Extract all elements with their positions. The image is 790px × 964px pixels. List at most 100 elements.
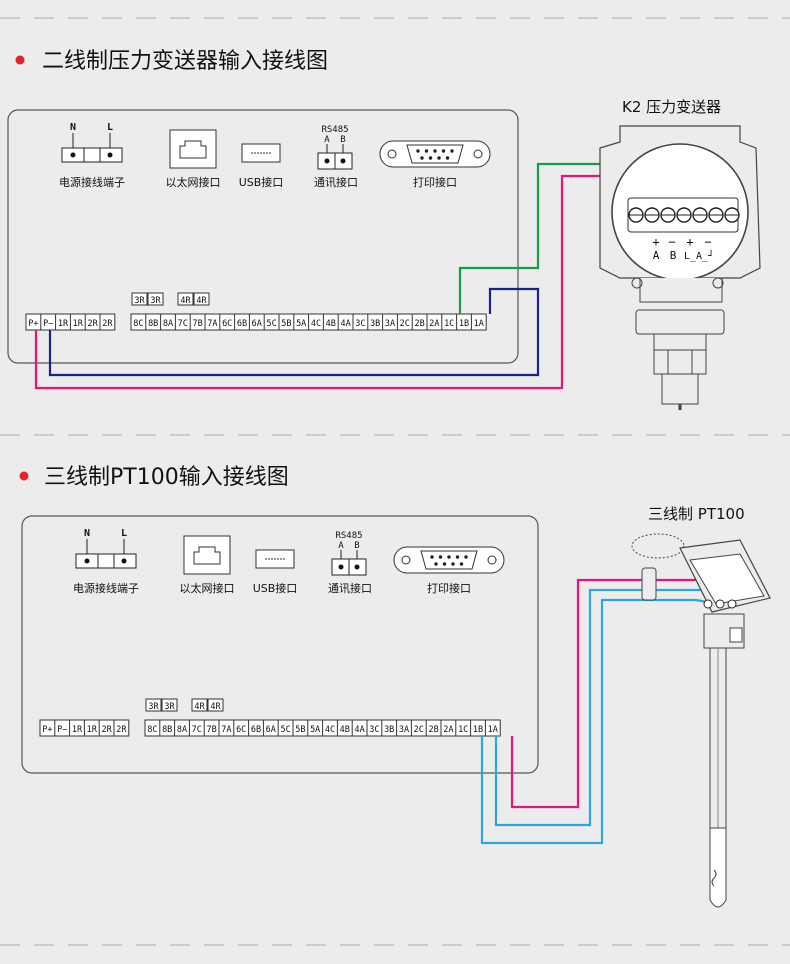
screw-icon bbox=[107, 152, 113, 158]
cable-gland bbox=[641, 567, 657, 601]
terminal-label: 1R bbox=[72, 725, 83, 735]
pin-dot bbox=[442, 562, 447, 566]
relay-group-label: 4R bbox=[196, 296, 207, 306]
terminal-label: 1R bbox=[58, 319, 69, 329]
terminal-label: 3C bbox=[355, 319, 365, 329]
terminal-label: 4B bbox=[340, 725, 350, 735]
wire-blue bbox=[480, 598, 708, 845]
power-terminal-label: 电源接线端子 bbox=[59, 175, 125, 189]
terminal-label: 4B bbox=[326, 319, 336, 329]
wire-magenta bbox=[510, 578, 732, 809]
power-pin-label: N bbox=[70, 122, 76, 133]
print-port-label: 打印接口 bbox=[413, 175, 457, 189]
usb-port-icon bbox=[241, 143, 281, 163]
head-plate bbox=[729, 627, 743, 643]
usb-label: USB接口 bbox=[239, 176, 284, 189]
terminal-screw-icon bbox=[727, 599, 737, 609]
terminal-label: 6B bbox=[251, 725, 261, 735]
terminal-label: 7C bbox=[192, 725, 202, 735]
terminal-label: 1R bbox=[87, 725, 98, 735]
terminal-label: 3B bbox=[370, 319, 380, 329]
pt100-sensor-icon bbox=[631, 533, 771, 908]
terminal-label: P− bbox=[57, 725, 67, 735]
vent-icon bbox=[712, 277, 724, 289]
terminal-sub-label: L̲A̲┘ bbox=[684, 249, 714, 262]
screw-icon bbox=[340, 158, 346, 164]
terminal-label: 5A bbox=[296, 319, 306, 329]
usb-label: USB接口 bbox=[253, 582, 298, 595]
port-shell bbox=[406, 144, 464, 164]
rs485-pin-label: A bbox=[338, 541, 344, 551]
terminal-label: 2B bbox=[414, 319, 424, 329]
pin-dot bbox=[424, 149, 429, 153]
terminal-label: 2R bbox=[102, 319, 113, 329]
terminal-label: 8A bbox=[163, 319, 173, 329]
terminal-label: 6C bbox=[222, 319, 232, 329]
power-terminal-label: 电源接线端子 bbox=[73, 581, 139, 595]
terminal-label: 4A bbox=[354, 725, 364, 735]
screw-icon bbox=[84, 558, 90, 564]
port-screw bbox=[387, 149, 397, 159]
pin-dot bbox=[437, 156, 441, 160]
polarity-label: − bbox=[668, 235, 675, 249]
terminal-label: 2A bbox=[429, 319, 439, 329]
rs485-label: 通讯接口 bbox=[314, 176, 358, 189]
terminal-label: 3A bbox=[399, 725, 409, 735]
wire-navy bbox=[48, 287, 540, 377]
terminal-label: 4C bbox=[311, 319, 321, 329]
ethernet-port-icon bbox=[169, 129, 217, 169]
device-title: K2 压力变送器 bbox=[622, 98, 721, 116]
screw-icon bbox=[338, 564, 344, 570]
terminal-sub-label: B bbox=[670, 249, 677, 262]
ethernet-port-icon bbox=[183, 535, 231, 575]
thread bbox=[661, 373, 699, 405]
terminal-label: 8C bbox=[133, 319, 143, 329]
pin-dot bbox=[459, 562, 464, 566]
vent-icon bbox=[631, 277, 643, 289]
terminal-label: 8B bbox=[148, 319, 158, 329]
terminal-label: 6A bbox=[266, 725, 276, 735]
pin-dot bbox=[450, 149, 454, 153]
usb-port-icon bbox=[255, 549, 295, 569]
relay-group-box bbox=[191, 698, 208, 712]
terminal-label: 2A bbox=[443, 725, 453, 735]
terminal-sub-label: A bbox=[653, 249, 660, 262]
pin-dot bbox=[441, 149, 446, 153]
terminal-label: 3C bbox=[369, 725, 379, 735]
print-port-label: 打印接口 bbox=[427, 581, 471, 595]
relay-group-box bbox=[147, 292, 164, 306]
port-screw bbox=[401, 555, 411, 565]
terminal-label: 2B bbox=[428, 725, 438, 735]
pin-dot bbox=[434, 562, 438, 566]
terminal-label: 7A bbox=[221, 725, 231, 735]
terminal-label: 7B bbox=[192, 319, 202, 329]
relay-group-label: 3R bbox=[134, 296, 145, 306]
relay-group-box bbox=[177, 292, 194, 306]
terminal-label: 2R bbox=[116, 725, 127, 735]
relay-group-label: 3R bbox=[164, 702, 175, 712]
rs485-title: RS485 bbox=[321, 125, 348, 135]
pin-dot bbox=[445, 156, 450, 160]
screw-icon bbox=[70, 152, 76, 158]
section-heading: 二线制压力变送器输入接线图 bbox=[42, 49, 328, 74]
housing-neck bbox=[639, 278, 723, 303]
ethernet-label: 以太网接口 bbox=[180, 582, 235, 595]
terminal-label: 1B bbox=[459, 319, 469, 329]
port-socket bbox=[179, 140, 207, 159]
polarity-label: − bbox=[704, 235, 711, 249]
chain-loop bbox=[631, 533, 685, 559]
pin-dot bbox=[464, 555, 468, 559]
terminal-block bbox=[61, 147, 123, 163]
hex-nut bbox=[653, 349, 707, 375]
rs485-label: 通讯接口 bbox=[328, 582, 372, 595]
device-title: 三线制 PT100 bbox=[648, 505, 745, 523]
terminal-label: 5A bbox=[310, 725, 320, 735]
port-screw bbox=[487, 555, 497, 565]
terminal-label: 6C bbox=[236, 725, 246, 735]
terminal-label: 8C bbox=[147, 725, 157, 735]
